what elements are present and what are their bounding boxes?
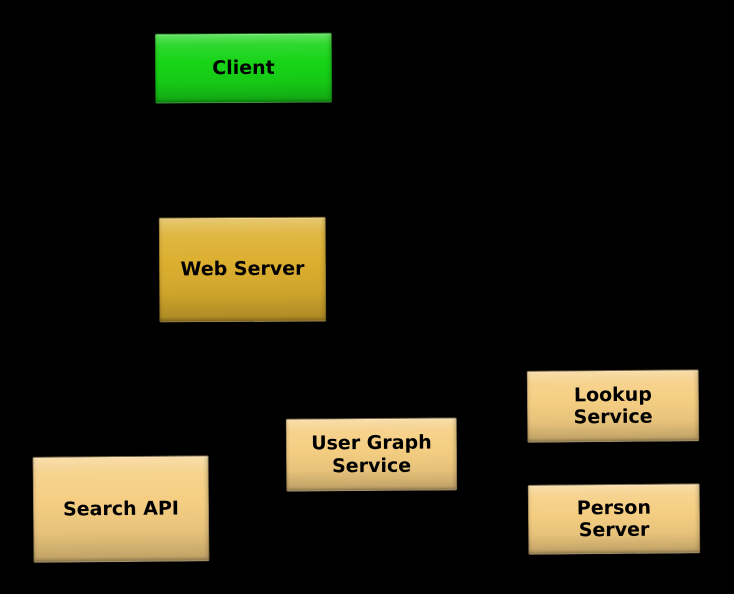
node-lookup-service-label: Lookup Service <box>573 383 653 429</box>
node-web-server-label: Web Server <box>180 257 305 281</box>
node-client: Client <box>154 32 333 104</box>
node-person-server-label: Person Server <box>576 496 652 542</box>
node-web-server: Web Server <box>158 216 327 323</box>
node-user-graph-service: User Graph Service <box>285 417 458 492</box>
node-search-api: Search API <box>32 455 210 563</box>
node-user-graph-service-label: User Graph Service <box>311 431 432 477</box>
node-person-server: Person Server <box>527 483 701 555</box>
node-lookup-service: Lookup Service <box>526 369 700 443</box>
node-search-api-label: Search API <box>62 497 180 521</box>
node-client-label: Client <box>212 56 275 79</box>
